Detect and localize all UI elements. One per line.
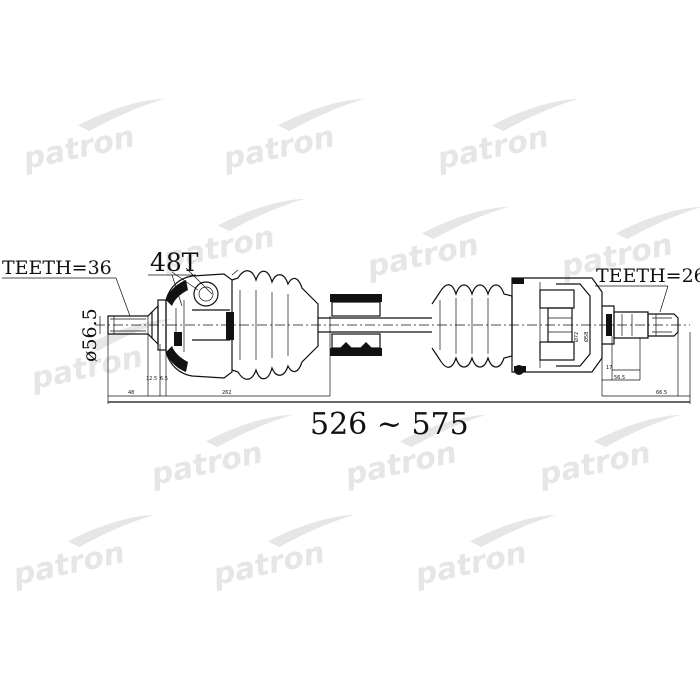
dim-right-a: 56.5	[614, 375, 625, 381]
watermark-text: patron	[19, 119, 138, 177]
watermark-logo: patron	[219, 98, 365, 177]
dim-left-b: 12.5	[146, 376, 157, 382]
damper-weight	[330, 294, 382, 356]
watermark-logo: patron	[19, 98, 165, 177]
watermark-text: patron	[209, 535, 328, 593]
watermark-text: patron	[341, 435, 460, 493]
dim-hub-b: Ø58	[583, 332, 590, 342]
leader-lines	[2, 274, 669, 317]
watermark-text: patron	[219, 119, 338, 177]
watermark-logo: patron	[411, 514, 557, 593]
dim-right-b: 17	[606, 365, 612, 371]
teeth-left-label: TEETH=36	[2, 257, 112, 279]
outer-boot	[226, 270, 319, 380]
watermark-logo: patron	[9, 514, 155, 593]
dimension-lines	[99, 316, 691, 404]
watermark-logos: patron patron patron patron patron patro…	[9, 98, 700, 593]
watermark-text: patron	[147, 435, 266, 493]
watermark-text: patron	[411, 535, 530, 593]
watermark-text: patron	[363, 227, 482, 285]
dim-hub-a: Ø72	[573, 332, 580, 342]
diameter-label: ø56.5	[79, 308, 101, 362]
dim-center-left: 262	[222, 390, 232, 396]
dim-left-c: 6.5	[160, 376, 168, 382]
watermark-logo: patron	[433, 98, 579, 177]
right-stub-shaft	[602, 305, 679, 396]
watermark-text: patron	[433, 119, 552, 177]
inner-boot	[431, 284, 513, 368]
watermark-text: patron	[535, 435, 654, 493]
outer-cv-joint	[165, 267, 239, 379]
teeth-right-label: TEETH=26	[596, 265, 700, 287]
watermark-logo: patron	[363, 206, 509, 285]
watermark-logo: patron	[147, 414, 293, 493]
abs-ring-label: 48T	[150, 248, 199, 277]
length-range-label: 526 ~ 575	[310, 407, 469, 442]
dim-right-c: 66.5	[656, 390, 667, 396]
dim-left-a: 48	[128, 390, 134, 396]
watermark-text: patron	[9, 535, 128, 593]
watermark-logo: patron	[535, 414, 681, 493]
watermark-logo: patron	[209, 514, 355, 593]
